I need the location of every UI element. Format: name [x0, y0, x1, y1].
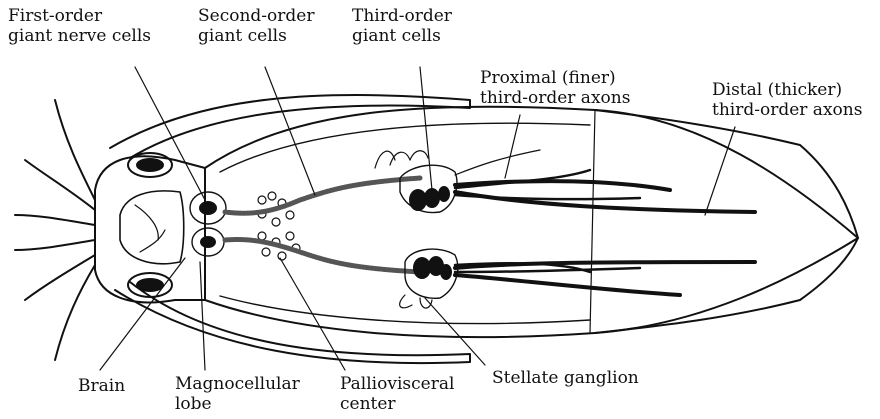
- label-second-order-giant-cells: Second-order giant cells: [198, 6, 314, 46]
- label-line: Brain: [78, 376, 125, 396]
- label-line: Second-order: [198, 6, 314, 26]
- label-line: giant cells: [198, 26, 314, 46]
- label-line: Magnocellular: [175, 374, 300, 394]
- label-line: Third-order: [352, 6, 452, 26]
- label-first-order-giant-nerve-cells: First-order giant nerve cells: [8, 6, 151, 46]
- label-line: Stellate ganglion: [492, 368, 639, 388]
- mantle-outline: [205, 107, 858, 338]
- label-line: Palliovisceral: [340, 374, 454, 394]
- second-order-tract-upper: [225, 178, 420, 213]
- label-brain: Brain: [78, 376, 125, 396]
- label-palliovisceral-center: Palliovisceral center: [340, 374, 454, 414]
- label-line: center: [340, 394, 454, 414]
- fin-lower: [595, 238, 858, 333]
- label-line: lobe: [175, 394, 300, 414]
- label-line: Proximal (finer): [480, 68, 630, 88]
- label-line: giant nerve cells: [8, 26, 151, 46]
- brain-shape: [120, 191, 184, 264]
- second-order-tract-lower: [225, 240, 420, 273]
- label-proximal-third-order-axons: Proximal (finer) third-order axons: [480, 68, 630, 108]
- label-third-order-giant-cells: Third-order giant cells: [352, 6, 452, 46]
- label-line: third-order axons: [480, 88, 630, 108]
- label-line: First-order: [8, 6, 151, 26]
- label-stellate-ganglion: Stellate ganglion: [492, 368, 639, 388]
- label-line: giant cells: [352, 26, 452, 46]
- label-distal-third-order-axons: Distal (thicker) third-order axons: [712, 80, 862, 120]
- label-magnocellular-lobe: Magnocellular lobe: [175, 374, 300, 414]
- label-line: third-order axons: [712, 100, 862, 120]
- label-line: Distal (thicker): [712, 80, 862, 100]
- fin-upper: [595, 110, 858, 238]
- mantle-inner-line: [220, 123, 590, 172]
